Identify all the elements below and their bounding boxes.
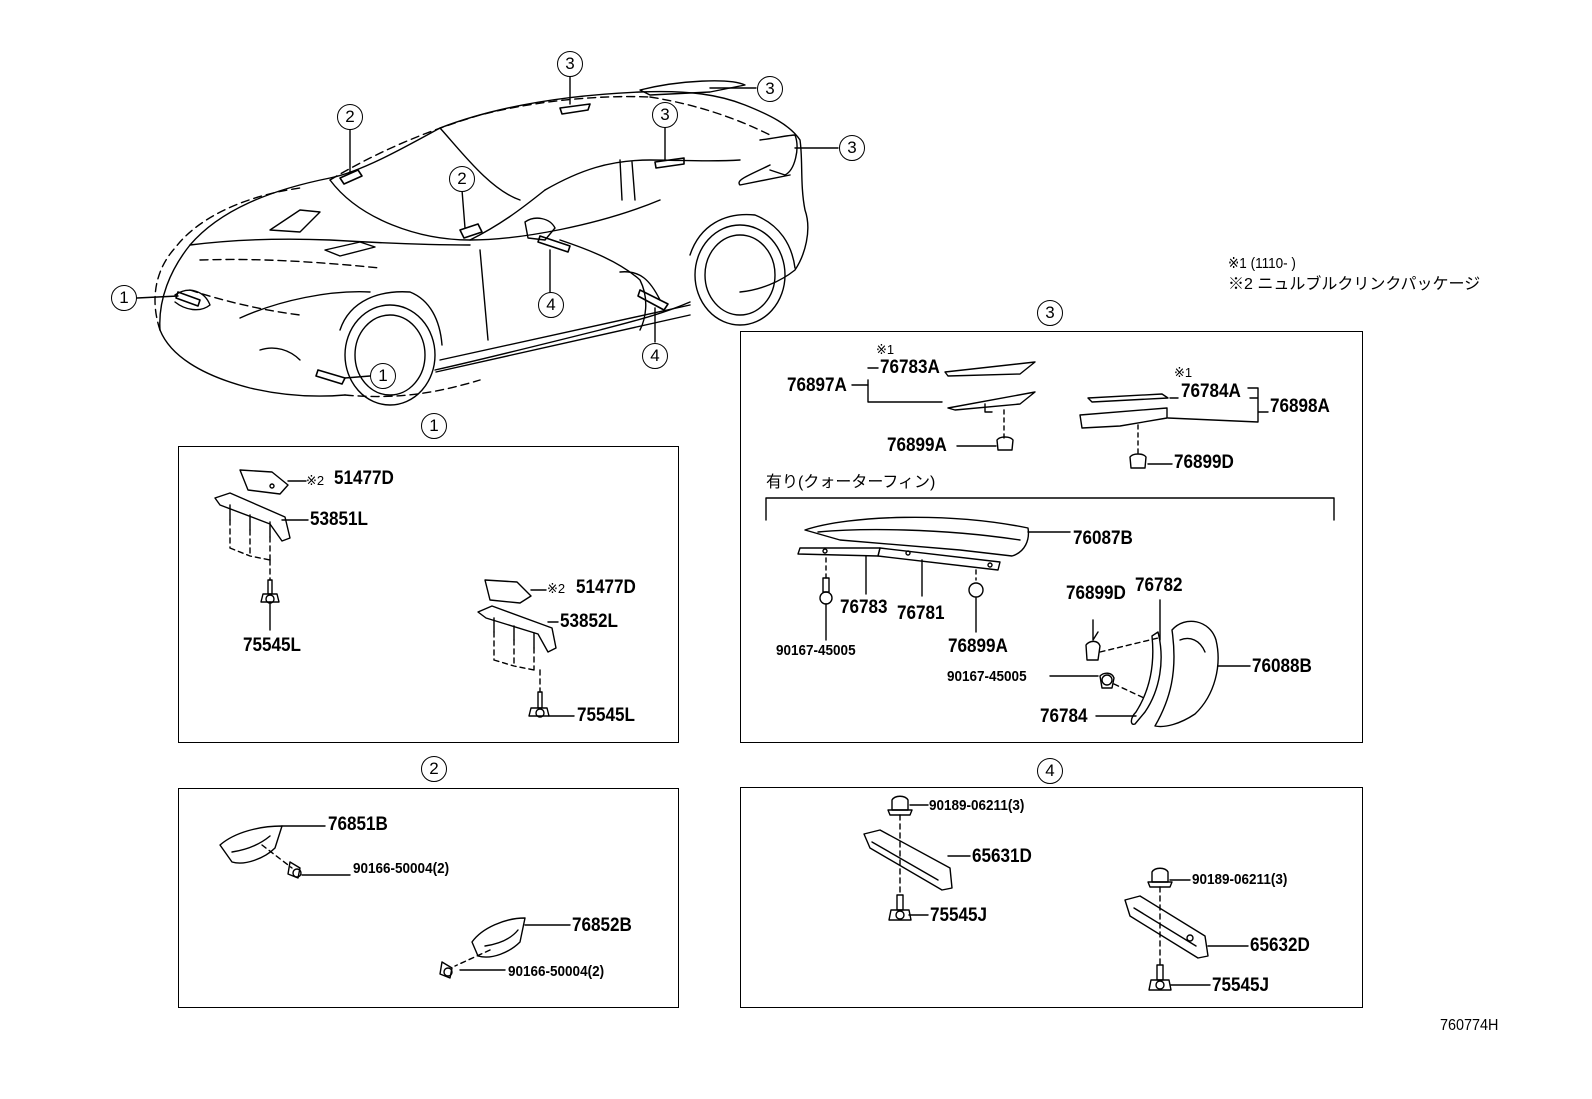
note1-mark-a: ※1 bbox=[876, 342, 895, 357]
section-2-box bbox=[178, 788, 679, 1008]
section-1-title: 1 bbox=[421, 413, 447, 439]
part-76852B: 76852B bbox=[572, 915, 632, 936]
part-75545L-b: 75545L bbox=[577, 705, 636, 726]
part-53851L: 53851L bbox=[310, 509, 369, 530]
part-75545J-b: 75545J bbox=[1212, 975, 1270, 996]
part-76899D-a: 76899D bbox=[1174, 452, 1234, 473]
section-3-box bbox=[740, 331, 1363, 743]
part-90189-06211-b: 90189-06211(3) bbox=[1192, 871, 1288, 888]
part-90189-06211-a: 90189-06211(3) bbox=[929, 797, 1025, 814]
part-76784: 76784 bbox=[1040, 706, 1088, 727]
callout-4-sill: 4 bbox=[642, 343, 668, 369]
callout-4-door: 4 bbox=[538, 292, 564, 318]
part-65632D: 65632D bbox=[1250, 935, 1310, 956]
diagram-id: 760774H bbox=[1440, 1017, 1499, 1034]
section-3-title: 3 bbox=[1037, 300, 1063, 326]
part-75545L-a: 75545L bbox=[243, 635, 302, 656]
part-90167-45005-b: 90167-45005 bbox=[947, 668, 1027, 685]
part-76087B: 76087B bbox=[1073, 528, 1133, 549]
part-76783A: 76783A bbox=[880, 357, 940, 378]
part-76897A: 76897A bbox=[787, 375, 847, 396]
part-90167-45005-a: 90167-45005 bbox=[776, 642, 856, 659]
section-4-box bbox=[740, 787, 1363, 1008]
callout-3-rear: 3 bbox=[839, 135, 865, 161]
part-65631D: 65631D bbox=[972, 846, 1032, 867]
car-illustration bbox=[136, 74, 839, 406]
section4-parts bbox=[863, 795, 1249, 991]
part-76781: 76781 bbox=[897, 603, 945, 624]
part-76898A: 76898A bbox=[1270, 396, 1330, 417]
callout-3-wing: 3 bbox=[757, 76, 783, 102]
part-53852L: 53852L bbox=[560, 611, 619, 632]
callout-1-front-left: 1 bbox=[111, 285, 137, 311]
section1-parts bbox=[214, 469, 575, 718]
part-76784A: 76784A bbox=[1181, 381, 1241, 402]
part-76088B: 76088B bbox=[1252, 656, 1312, 677]
note2-mark-a: ※2 bbox=[306, 473, 325, 488]
part-76782: 76782 bbox=[1135, 575, 1183, 596]
part-90166-50004-b: 90166-50004(2) bbox=[508, 963, 605, 980]
note1-mark-b: ※1 bbox=[1174, 365, 1193, 380]
part-76783: 76783 bbox=[840, 597, 888, 618]
part-75545J-a: 75545J bbox=[930, 905, 988, 926]
note-2: ※2 ニュルブルクリンクパッケージ bbox=[1228, 276, 1481, 293]
section-4-title: 4 bbox=[1037, 758, 1063, 784]
section-2-title: 2 bbox=[421, 756, 447, 782]
part-76899A-b: 76899A bbox=[948, 636, 1008, 657]
section3-parts bbox=[765, 361, 1335, 728]
part-90166-50004-a: 90166-50004(2) bbox=[353, 860, 450, 877]
note2-mark-b: ※2 bbox=[547, 581, 566, 596]
part-76851B: 76851B bbox=[328, 814, 388, 835]
quarter-fin-sub-label: 有り(クォーターフィン) bbox=[766, 474, 936, 491]
section-1-box bbox=[178, 446, 679, 743]
callout-1-front-lower: 1 bbox=[370, 363, 396, 389]
part-76899D-b: 76899D bbox=[1066, 583, 1126, 604]
callout-2-pillar: 2 bbox=[449, 166, 475, 192]
callout-3-roof: 3 bbox=[557, 51, 583, 77]
note-1: ※1 (1110- ) bbox=[1228, 255, 1296, 272]
part-51477D-a: 51477D bbox=[334, 468, 394, 489]
part-76899A-a: 76899A bbox=[887, 435, 947, 456]
part-51477D-b: 51477D bbox=[576, 577, 636, 598]
callout-2-hood: 2 bbox=[337, 104, 363, 130]
callout-3-quarter: 3 bbox=[652, 102, 678, 128]
section2-parts bbox=[219, 825, 571, 979]
